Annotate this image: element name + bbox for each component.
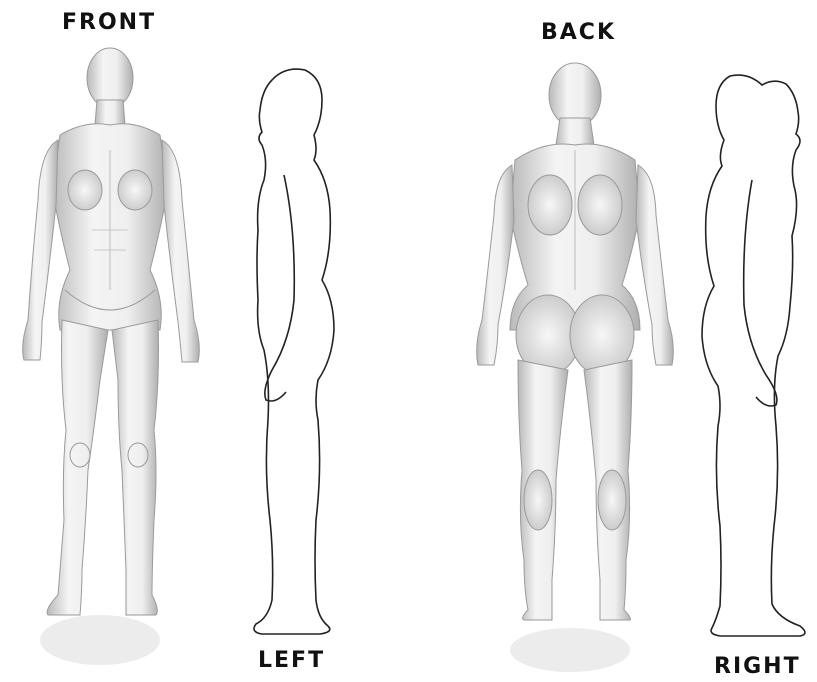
front-right-arm	[23, 140, 58, 360]
front-floor-reflection	[40, 615, 160, 665]
front-left-arm	[162, 140, 199, 362]
back-right-arm	[477, 165, 514, 365]
right-arm-outline	[744, 180, 777, 406]
back-figure	[477, 63, 674, 672]
front-left-leg	[112, 320, 159, 615]
front-head	[87, 48, 133, 108]
front-right-leg	[47, 320, 108, 615]
back-head	[549, 63, 601, 127]
back-floor-reflection	[510, 628, 630, 672]
left-arm-outline	[265, 175, 294, 401]
back-left-arm	[636, 165, 673, 365]
right-side-outline-figure	[702, 75, 805, 636]
left-side-outline-figure	[254, 69, 334, 634]
left-body-outline	[254, 69, 334, 634]
front-figure	[23, 48, 200, 665]
right-body-outline	[702, 75, 805, 636]
